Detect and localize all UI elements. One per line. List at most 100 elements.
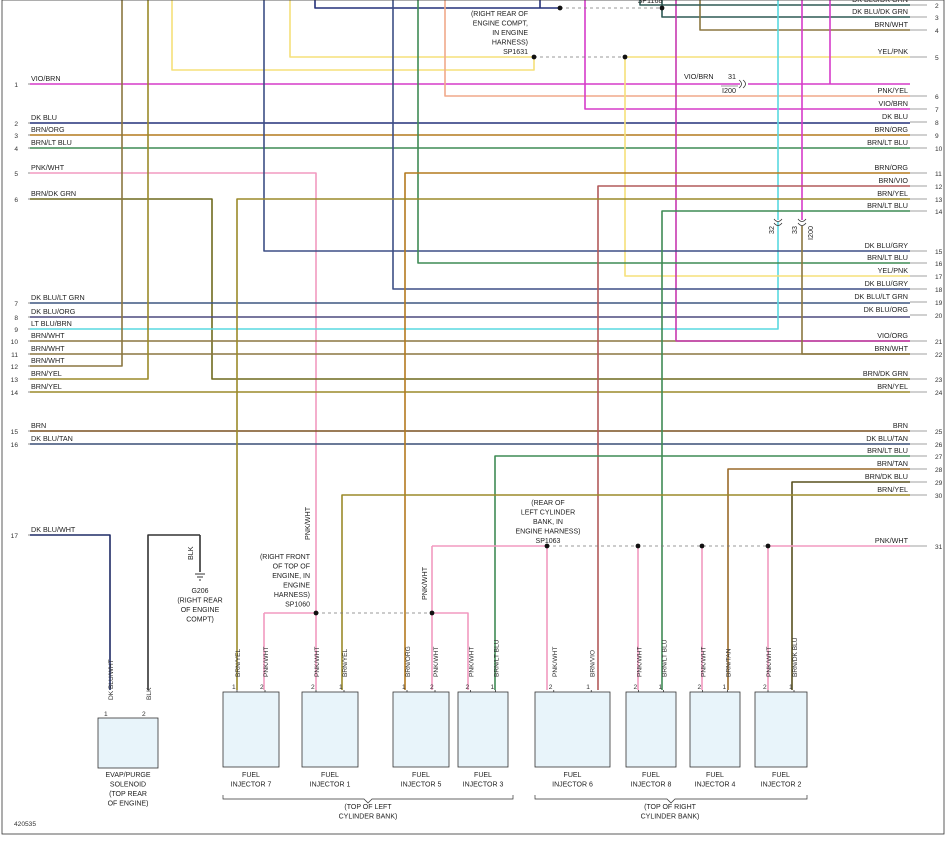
bank-brace <box>534 795 808 804</box>
wire-dk-blu-dk-grn-2 <box>639 0 910 6</box>
splice-dot <box>622 54 628 60</box>
inline-connector <box>773 218 783 222</box>
left-wire-label: BRN/WHT <box>31 356 65 365</box>
connector-pin-number: 1 <box>402 684 406 691</box>
connector-pin-number: 2 <box>634 684 638 691</box>
wire-pnk-yel <box>444 0 910 97</box>
connector-pin-wire: PNK/WHT <box>314 647 321 677</box>
left-pin-number: 11 <box>11 352 18 359</box>
connector-pin-number: 2 <box>430 684 434 691</box>
left-wire-label: BRN/WHT <box>31 331 65 340</box>
bank-label: (TOP OF RIGHT <box>644 804 697 811</box>
left-wire-label: BRN/ORG <box>31 125 65 134</box>
left-pin-number: 3 <box>14 133 18 140</box>
right-wire-label: DK BLU/DK GRN <box>852 0 908 4</box>
wire-brn-vio-inj6 <box>597 185 910 690</box>
left-wire-label: BRN/YEL <box>31 369 62 378</box>
right-wire-label: BRN/WHT <box>874 20 908 29</box>
connector-pin-wire: BRN/LT BLU <box>662 639 669 677</box>
evap-name: SOLENOID <box>110 782 146 789</box>
fuel-injector-5-name: INJECTOR 6 <box>552 782 593 789</box>
right-wire-label: DK BLU/GRY <box>865 241 909 250</box>
right-pin-number: 24 <box>935 390 943 397</box>
connector-pin-wire: PNK/WHT <box>263 647 270 677</box>
connector-pin-wire: PNK/WHT <box>469 647 476 677</box>
fuel-injector-4-name: INJECTOR 3 <box>463 782 504 789</box>
left-pin-number: 7 <box>14 301 18 308</box>
fuel-injector-4-name: FUEL <box>474 772 492 779</box>
left-pin-number: 1 <box>14 82 18 89</box>
bank-label: CYLINDER BANK) <box>641 814 700 821</box>
right-wire-label: DK BLU/LT GRN <box>854 292 908 301</box>
inline-label: 33 <box>790 226 799 234</box>
splice-dot <box>635 543 641 549</box>
vertical-wire-label: PNK/WHT <box>420 566 429 600</box>
connector-pin-number: 1 <box>232 684 236 691</box>
left-pin-number: 2 <box>14 121 18 128</box>
right-wire-label: BRN/LT BLU <box>867 201 908 210</box>
fuel-injector-5-name: FUEL <box>564 772 582 779</box>
fuel-injector-8-name: FUEL <box>772 772 790 779</box>
splice-note: ENGINE <box>283 583 310 590</box>
right-pin-number: 18 <box>935 287 943 294</box>
right-wire-label: PNK/YEL <box>878 86 908 95</box>
right-wire-label: YEL/PNK <box>878 266 909 275</box>
connector-pin-wire: PNK/WHT <box>701 647 708 677</box>
right-wire-label: BRN/YEL <box>877 382 908 391</box>
wire-yel-pnk-top <box>171 0 535 71</box>
splice-note: OF TOP OF <box>273 564 310 571</box>
right-pin-number: 27 <box>935 454 943 461</box>
connector-pin-number: 2 <box>698 684 702 691</box>
wire-brn-lt-blu-inj8 <box>661 210 910 690</box>
splice-note: SP1060 <box>285 602 310 609</box>
splice-note: (REAR OF <box>531 500 564 507</box>
fuel-injector-5-box <box>534 691 611 768</box>
splice-note: ENGINE HARNESS) <box>516 529 581 536</box>
right-pin-number: 17 <box>935 274 943 281</box>
right-pin-number: 31 <box>935 544 943 551</box>
right-wire-label: PNK/WHT <box>875 536 909 545</box>
right-wire-label: BRN/DK GRN <box>863 369 908 378</box>
fuel-injector-2-name: FUEL <box>321 772 339 779</box>
right-pin-number: 2 <box>935 3 939 10</box>
inline-label: 32 <box>767 226 776 234</box>
splice-dot <box>429 610 435 616</box>
splice-dot <box>531 54 537 60</box>
wire-brn-dk-grn <box>30 198 910 380</box>
connector-pin-number: 2 <box>142 711 146 718</box>
wire-dk-blu-gry-18 <box>392 0 910 290</box>
fuel-injector-8-name: INJECTOR 2 <box>761 782 802 789</box>
splice-note: SP1631 <box>503 49 528 56</box>
splice-dot <box>659 5 665 11</box>
left-wire-label: LT BLU/BRN <box>31 319 72 328</box>
wire-brn-lt-blu-16 <box>417 0 910 264</box>
fuel-injector-7-name: FUEL <box>706 772 724 779</box>
bank-label: (TOP OF LEFT <box>344 804 392 811</box>
right-pin-number: 23 <box>935 377 943 384</box>
inline-connector <box>738 79 742 89</box>
fuel-injector-4-box <box>457 691 509 768</box>
connector-pin-number: 1 <box>659 684 663 691</box>
connector-pin-number: 1 <box>339 684 343 691</box>
splice-note: LEFT CYLINDER <box>521 510 575 517</box>
wire-brn-wht-12 <box>30 0 123 367</box>
splice-note: IN ENGINE <box>492 30 528 37</box>
splice-note: HARNESS) <box>274 592 310 599</box>
left-pin-number: 12 <box>11 364 19 371</box>
ground-note: OF ENGINE <box>181 607 220 614</box>
wire-lt-blu-brn <box>30 222 779 330</box>
ground-note: (RIGHT REAR <box>177 598 222 605</box>
splice-note: SP1063 <box>536 538 561 545</box>
wire-dk-blu-wht <box>30 534 111 690</box>
right-pin-number: 13 <box>935 197 943 204</box>
right-wire-label: BRN/TAN <box>877 459 908 468</box>
connector-pin-wire: BRN/VIO <box>589 650 596 677</box>
right-wire-label: BRN/WHT <box>874 344 908 353</box>
wire-dk-blu-top <box>314 0 560 9</box>
connector-pin-number: 1 <box>789 684 793 691</box>
left-pin-number: 15 <box>11 429 19 436</box>
splice-dot <box>699 543 705 549</box>
right-wire-label: BRN <box>893 421 908 430</box>
